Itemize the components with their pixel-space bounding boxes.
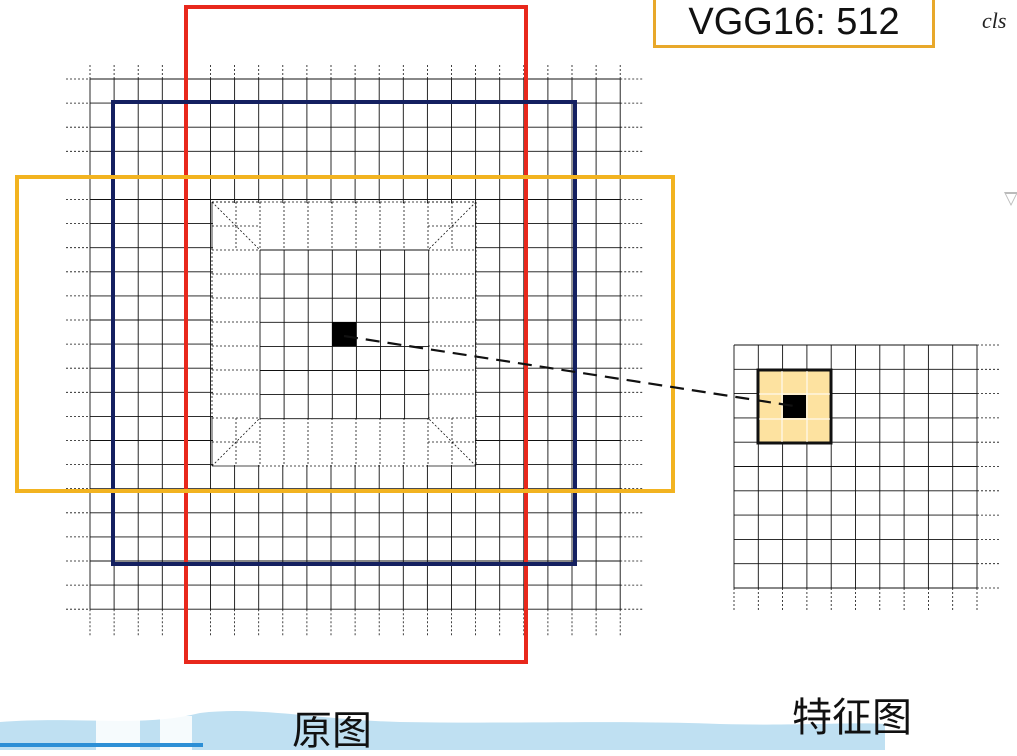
ray-top-right (427, 201, 477, 251)
original-center-point (332, 322, 356, 346)
ray-bottom-right (427, 417, 477, 467)
triangle-marker-icon (1004, 192, 1017, 206)
vgg16-channel-label: VGG16: 512 (653, 0, 935, 48)
original-grid (66, 65, 645, 636)
feature-highlight-inner-lines (759, 371, 830, 442)
feature-map-caption: 特征图 (792, 695, 912, 741)
anchor-box-wide-orange (15, 175, 675, 493)
receptive-field-rays (211, 201, 477, 467)
progress-bar (0, 743, 203, 747)
bottom-wave (0, 711, 885, 750)
cls-label: cls (982, 8, 1007, 33)
mapping-connector (343, 334, 795, 408)
receptive-field-outline (211, 201, 477, 467)
vgg16-text: VGG16: 512 (688, 0, 900, 43)
ray-bottom-left (211, 417, 261, 467)
anchor-box-tall-red (184, 5, 528, 664)
anchor-box-square-navy (111, 100, 577, 566)
feature-center-point (783, 395, 806, 418)
original-image-caption: 原图 (292, 708, 372, 754)
ray-top-left (211, 201, 261, 251)
